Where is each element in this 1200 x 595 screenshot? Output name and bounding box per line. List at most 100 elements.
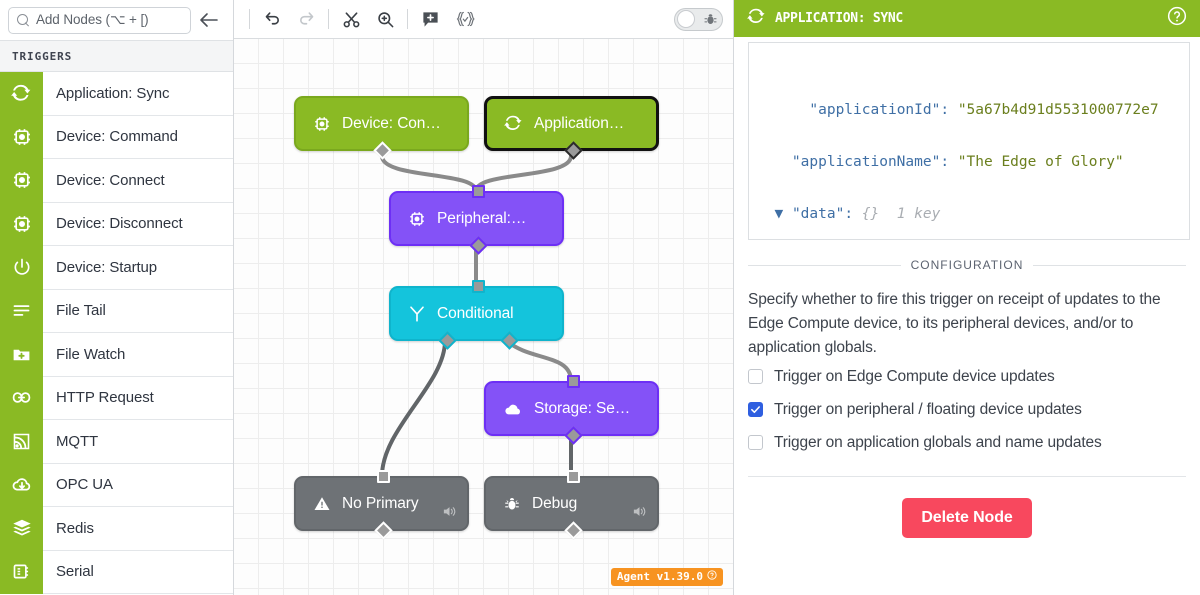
flow-node-label: Debug <box>532 494 578 512</box>
code-sep: : <box>940 102 958 119</box>
sidebar-item-redis[interactable]: Redis <box>0 506 233 551</box>
code-key: "data" <box>791 205 845 222</box>
flow-node-label: Storage: Se… <box>534 399 631 417</box>
sidebar-item-http-request[interactable]: HTTP Request <box>0 376 233 420</box>
redo-icon <box>299 11 313 25</box>
code-sep: : <box>940 153 958 170</box>
flow-node-label: Device: Con… <box>342 114 441 132</box>
flow-node-debug[interactable]: Debug <box>484 470 659 540</box>
sidebar-item-mqtt[interactable]: MQTT <box>0 419 233 464</box>
folder-plus-icon <box>0 332 43 376</box>
broadcast-icon <box>0 419 43 463</box>
bug-icon <box>703 12 718 32</box>
checkbox-row-app-globals[interactable]: Trigger on application globals and name … <box>748 426 1186 459</box>
input-port[interactable] <box>472 185 485 198</box>
checkbox-edge-compute[interactable] <box>748 369 763 384</box>
sidebar-item-device-startup[interactable]: Device: Startup <box>0 245 233 290</box>
code-line: "applicationName": "The Edge of Glory" <box>749 150 1189 176</box>
panel-divider <box>748 476 1186 477</box>
sidebar-item-application-sync[interactable]: Application: Sync <box>0 72 233 116</box>
template-button[interactable] <box>447 4 481 34</box>
checkbox-row-edge-compute[interactable]: Trigger on Edge Compute device updates <box>748 360 1186 393</box>
divider-line-right <box>1033 264 1186 266</box>
code-meta: {} 1 key <box>861 205 941 222</box>
flow-node-label: Application… <box>534 114 625 132</box>
chip-gear-icon <box>408 210 426 228</box>
checkbox-peripheral[interactable] <box>748 402 763 417</box>
sidebar-item-opc-ua[interactable]: OPC UA <box>0 463 233 507</box>
checkbox-label: Trigger on Edge Compute device updates <box>774 367 1055 385</box>
configuration-divider: CONFIGURATION <box>748 258 1186 272</box>
flow-node-storage-set[interactable]: Storage: Se… <box>484 375 659 445</box>
node-inspector-panel: APPLICATION: SYNC "applicationId": "5a67… <box>733 0 1200 595</box>
code-sep: : <box>844 205 862 222</box>
back-button[interactable] <box>191 3 225 37</box>
cut-button[interactable] <box>334 4 368 34</box>
input-port[interactable] <box>472 280 485 293</box>
flow-node-label: Peripheral:… <box>437 209 527 227</box>
cloud-down-icon <box>0 463 43 507</box>
debug-toggle[interactable] <box>674 7 723 32</box>
sidebar-item-device-connect[interactable]: Device: Connect <box>0 158 233 203</box>
mute-speaker-icon[interactable] <box>631 504 648 524</box>
chip-icon <box>0 115 43 159</box>
sidebar-item-label: File Tail <box>56 302 106 320</box>
input-port[interactable] <box>567 470 580 483</box>
delete-node-button[interactable]: Delete Node <box>902 498 1032 538</box>
sidebar-item-file-watch[interactable]: File Watch <box>0 332 233 377</box>
input-port[interactable] <box>567 375 580 388</box>
checkbox-app-globals[interactable] <box>748 435 763 450</box>
sidebar-item-label: Application: Sync <box>56 84 170 102</box>
collapse-arrow-icon[interactable]: ▼ <box>774 205 784 222</box>
layers-icon <box>0 506 43 550</box>
canvas-toolbar <box>234 0 733 39</box>
help-circle-icon[interactable] <box>1167 6 1187 31</box>
search-placeholder: Add Nodes (⌥ + [) <box>36 12 149 27</box>
sidebar-item-label: Redis <box>56 519 94 537</box>
delete-button-wrap: Delete Node <box>734 498 1200 538</box>
mute-speaker-icon[interactable] <box>441 504 458 524</box>
zoom-button[interactable] <box>368 4 402 34</box>
chip-icon <box>0 158 43 202</box>
serial-chip-icon <box>0 550 43 594</box>
sidebar-item-label: Device: Connect <box>56 171 165 189</box>
flow-node-no-primary[interactable]: No Primary <box>294 470 469 540</box>
payload-code-viewer[interactable]: "applicationId": "5a67b4d91d5531000772e7… <box>748 42 1190 240</box>
trigger-node-list: Application: Sync Device: Command Device… <box>0 72 233 595</box>
sidebar-item-label: Device: Startup <box>56 258 158 276</box>
sidebar-search-row: Add Nodes (⌥ + [) <box>0 0 233 40</box>
power-icon <box>0 245 43 289</box>
code-line <box>749 47 1189 73</box>
sync-icon <box>504 114 523 133</box>
checkbox-row-peripheral[interactable]: Trigger on peripheral / floating device … <box>748 393 1186 426</box>
sidebar-item-device-command[interactable]: Device: Command <box>0 115 233 159</box>
panel-title: APPLICATION: SYNC <box>775 11 903 26</box>
payload-code: "applicationId": "5a67b4d91d5531000772e7… <box>749 43 1189 239</box>
flow-node-peripheral[interactable]: Peripheral:… <box>389 185 564 255</box>
flow-node-label: Conditional <box>437 304 514 322</box>
flow-node-conditional[interactable]: Conditional <box>389 280 564 350</box>
code-key: "applicationName" <box>791 153 941 170</box>
undo-button[interactable] <box>255 4 289 34</box>
lines-icon <box>0 289 43 333</box>
sidebar-item-label: Device: Disconnect <box>56 215 183 233</box>
sidebar-item-label: Serial <box>56 563 94 581</box>
flow-node-application-sync[interactable]: Application… <box>484 96 659 160</box>
code-line: ▼ "data": {} 1 key <box>749 202 1189 228</box>
check-icon <box>751 406 760 414</box>
sidebar-item-file-tail[interactable]: File Tail <box>0 289 233 333</box>
flow-canvas[interactable]: Device: Con… Application… Peripheral:… <box>234 39 733 595</box>
redo-button[interactable] <box>289 4 323 34</box>
agent-version-badge[interactable]: Agent v1.39.0 <box>610 568 723 586</box>
sidebar-item-device-disconnect[interactable]: Device: Disconnect <box>0 202 233 246</box>
add-comment-button[interactable] <box>413 4 447 34</box>
search-input[interactable]: Add Nodes (⌥ + [) <box>8 6 191 34</box>
flow-node-device-connect[interactable]: Device: Con… <box>294 96 469 160</box>
help-circle-icon <box>707 570 717 583</box>
sidebar-item-serial[interactable]: Serial <box>0 550 233 594</box>
input-port[interactable] <box>377 470 390 483</box>
sync-icon <box>0 72 43 115</box>
workflow-canvas-area: Device: Con… Application… Peripheral:… <box>234 0 733 595</box>
configuration-description: Specify whether to fire this trigger on … <box>748 291 1161 356</box>
sidebar-item-label: OPC UA <box>56 476 113 494</box>
